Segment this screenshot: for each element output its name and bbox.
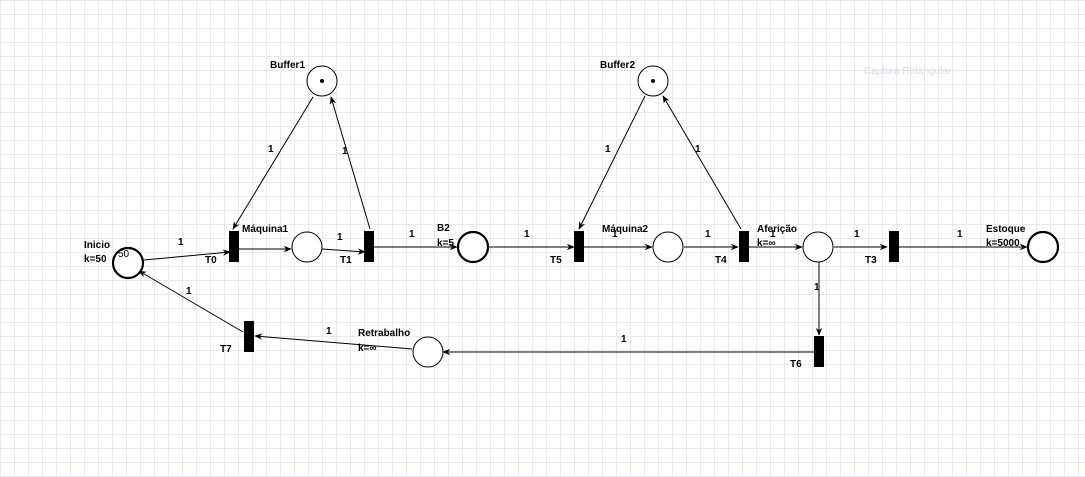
label-t1: T1 bbox=[340, 255, 352, 266]
transition-t5[interactable] bbox=[574, 231, 584, 262]
capacity-inicio: k=50 bbox=[84, 254, 107, 265]
weight-maquina2-t4: 1 bbox=[705, 229, 711, 240]
label-t5: T5 bbox=[550, 255, 562, 266]
token-buffer1 bbox=[320, 79, 324, 83]
label-t7: T7 bbox=[220, 344, 232, 355]
weight-b2-t5: 1 bbox=[524, 229, 530, 240]
label-buffer2: Buffer2 bbox=[600, 60, 635, 71]
capture-watermark: Captura Retangular bbox=[864, 66, 952, 77]
arc-t7-inicio bbox=[138, 270, 244, 333]
arc-weights: 1 1 1 1 1 1 1 1 1 1 1 1 1 1 1 1 1 bbox=[178, 144, 963, 345]
weight-buffer2-t5: 1 bbox=[605, 144, 611, 155]
label-t3: T3 bbox=[865, 255, 877, 266]
transition-t6[interactable] bbox=[814, 336, 824, 367]
weight-t3-estoque: 1 bbox=[957, 229, 963, 240]
arc-t1-buffer1 bbox=[329, 96, 371, 230]
weight-t5-maquina2: 1 bbox=[612, 229, 618, 240]
weight-maquina1-t1: 1 bbox=[337, 232, 343, 243]
weight-buffer1-t0: 1 bbox=[268, 144, 274, 155]
arc-buffer1-t0 bbox=[232, 96, 314, 230]
label-maquina2: Máquina2 bbox=[602, 224, 649, 235]
weight-afericao-t6: 1 bbox=[814, 282, 820, 293]
place-afericao[interactable] bbox=[802, 231, 834, 263]
weight-t1-buffer1: 1 bbox=[342, 146, 348, 157]
place-maquina2[interactable] bbox=[652, 231, 684, 263]
transition-labels: T0 T1 T5 T4 T3 T6 T7 bbox=[205, 255, 877, 370]
token-buffer2 bbox=[651, 79, 655, 83]
capacity-estoque: k=5000 bbox=[986, 238, 1020, 249]
transition-t1[interactable] bbox=[364, 231, 374, 262]
label-t0: T0 bbox=[205, 255, 217, 266]
weight-afericao-t3: 1 bbox=[854, 229, 860, 240]
arc-t4-buffer2 bbox=[662, 95, 742, 230]
transition-t4[interactable] bbox=[739, 231, 749, 262]
arc-retrabalho-t7 bbox=[254, 333, 413, 350]
capacity-afericao: k=∞ bbox=[757, 238, 776, 249]
transitions bbox=[229, 231, 899, 367]
weight-inicio-t0: 1 bbox=[178, 237, 184, 248]
label-t6: T6 bbox=[790, 359, 802, 370]
weight-t7-inicio: 1 bbox=[186, 286, 192, 297]
arc-maquina1-t1 bbox=[321, 248, 366, 255]
weight-t4-afericao: 1 bbox=[770, 229, 776, 240]
place-b2[interactable] bbox=[456, 230, 490, 264]
place-retrabalho[interactable] bbox=[412, 336, 444, 368]
place-inicio[interactable] bbox=[111, 246, 145, 280]
label-buffer1: Buffer1 bbox=[270, 60, 305, 71]
weight-t6-retrabalho: 1 bbox=[621, 334, 627, 345]
tokens-inicio: 50 bbox=[118, 249, 130, 260]
place-labels: Buffer1 Buffer2 Inicio k=50 50 Máquina1 … bbox=[84, 60, 1026, 354]
label-t4: T4 bbox=[715, 255, 727, 266]
place-estoque[interactable] bbox=[1026, 230, 1060, 264]
label-maquina1: Máquina1 bbox=[242, 224, 289, 235]
label-estoque: Estoque bbox=[986, 224, 1026, 235]
label-retrabalho: Retrabalho bbox=[358, 328, 410, 339]
weight-retrabalho-t7: 1 bbox=[326, 326, 332, 337]
transition-t0[interactable] bbox=[229, 231, 239, 262]
arc-inicio-t0 bbox=[143, 249, 231, 261]
label-b2: B2 bbox=[437, 223, 450, 234]
capacity-b2: k=5 bbox=[437, 238, 454, 249]
place-maquina1[interactable] bbox=[291, 231, 323, 263]
capacity-retrabalho: k=∞ bbox=[358, 343, 377, 354]
arc-buffer2-t5 bbox=[578, 95, 646, 230]
places bbox=[111, 65, 1060, 368]
label-inicio: Inicio bbox=[84, 240, 110, 251]
transition-t3[interactable] bbox=[889, 231, 899, 262]
arcs bbox=[138, 95, 1028, 356]
weight-t4-buffer2: 1 bbox=[695, 144, 701, 155]
weight-t1-b2: 1 bbox=[409, 229, 415, 240]
transition-t7[interactable] bbox=[244, 321, 254, 352]
label-afericao: Aferição bbox=[757, 224, 797, 235]
